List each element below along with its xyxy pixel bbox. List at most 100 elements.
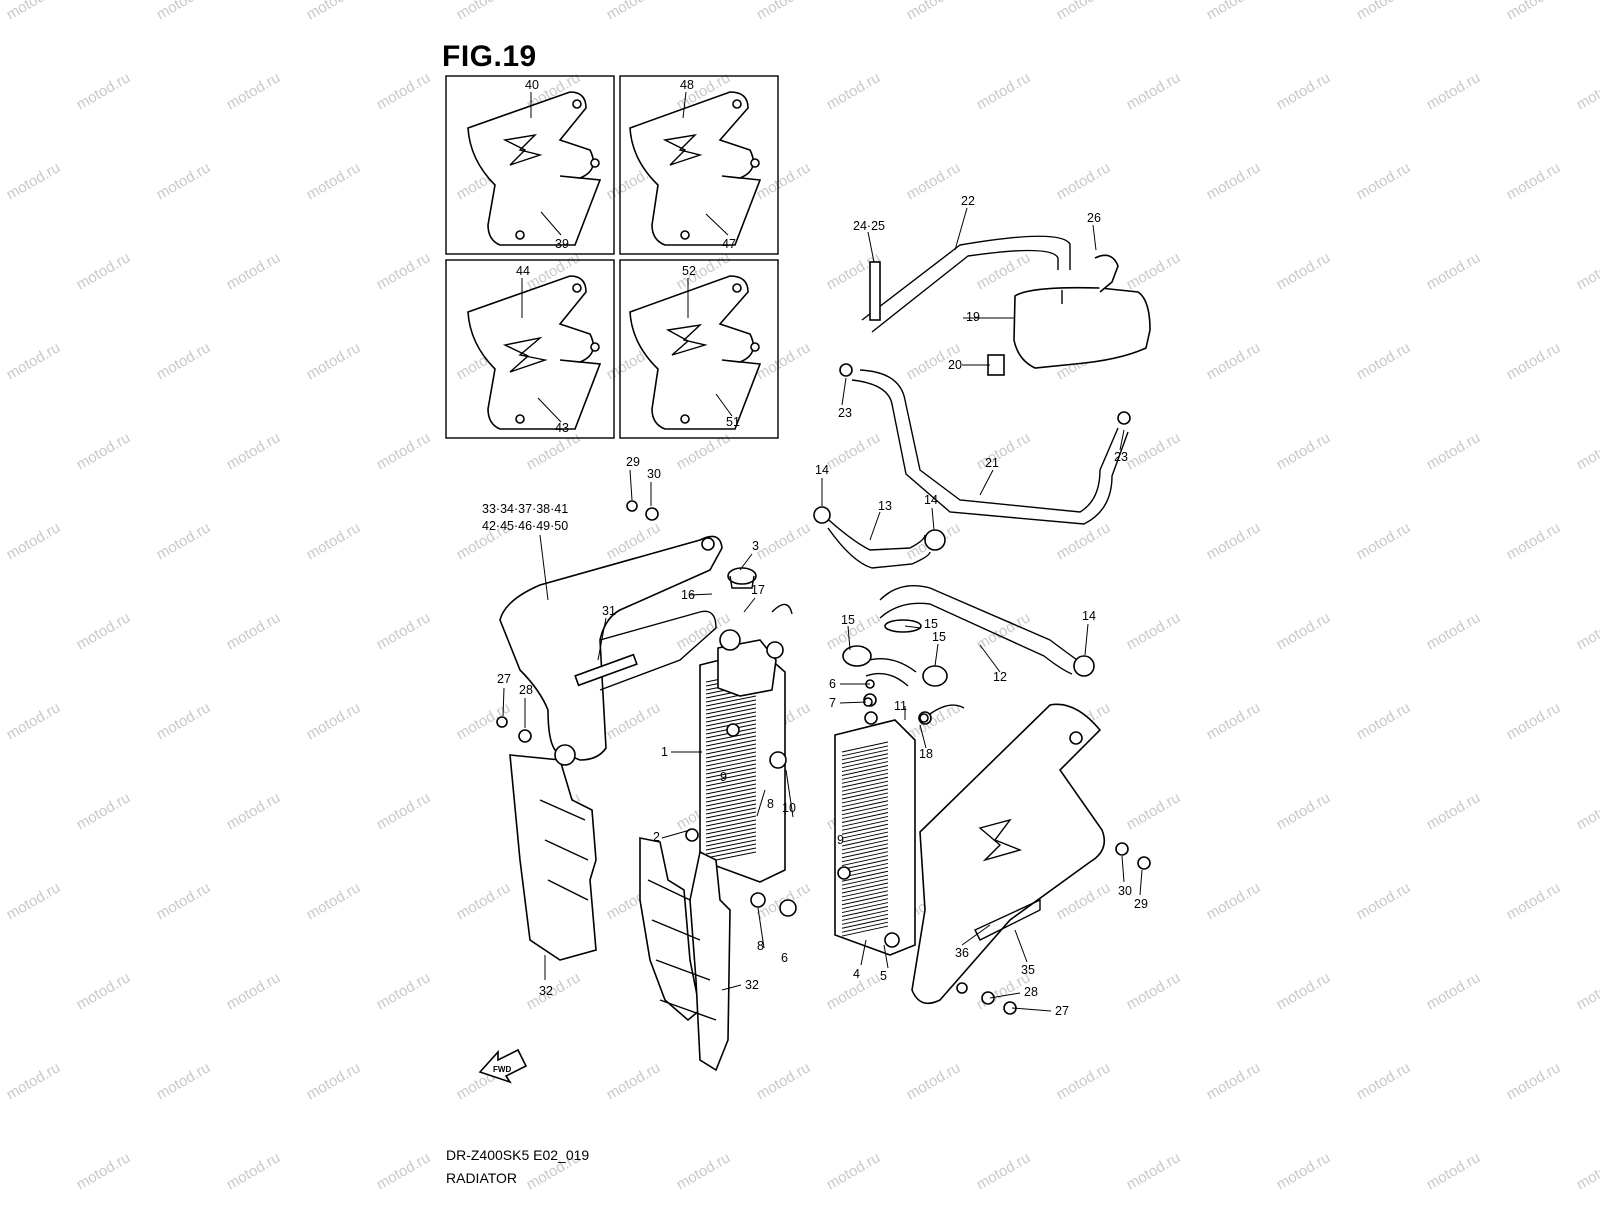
callout-29b: 29 <box>1134 897 1148 911</box>
watermark-text: motod.ru <box>1204 339 1264 383</box>
inset-shroud-4 <box>630 276 760 429</box>
watermark-text: motod.ru <box>1424 1149 1484 1193</box>
watermark-text: motod.ru <box>1274 609 1334 653</box>
watermark-text: motod.ru <box>374 429 434 473</box>
section-name: RADIATOR <box>446 1170 517 1186</box>
callout-26: 26 <box>1087 211 1101 225</box>
watermark-text: motod.ru <box>1354 699 1414 743</box>
watermark-layer: motod.ru motod.ru motod.ru motod.ru motod.ru… <box>4 0 1600 1193</box>
watermark-text: motod.ru <box>604 699 664 743</box>
leader-line <box>980 645 1000 672</box>
leader-line <box>842 378 846 405</box>
watermark-text: motod.ru <box>1274 69 1334 113</box>
callout-14c: 14 <box>1082 609 1096 623</box>
watermark-text: motod.ru <box>4 699 64 743</box>
leader-line <box>870 512 880 540</box>
callout-20: 20 <box>948 358 962 372</box>
watermark-text: motod.ru <box>224 609 284 653</box>
watermark-text: motod.ru <box>974 69 1034 113</box>
watermark-text: motod.ru <box>1354 519 1414 563</box>
watermark-text: motod.ru <box>1124 69 1184 113</box>
inset-2-bottom-label: 47 <box>722 237 736 251</box>
watermark-text: motod.ru <box>1124 609 1184 653</box>
watermark-text: motod.ru <box>974 249 1034 293</box>
callout-11: 11 <box>894 699 907 713</box>
watermark-text: motod.ru <box>4 159 64 203</box>
watermark-text: motod.ru <box>374 249 434 293</box>
watermark-text: motod.ru <box>754 519 814 563</box>
watermark-text: motod.ru <box>1054 879 1114 923</box>
watermark-text: motod.ru <box>154 159 214 203</box>
watermark-text: motod.ru <box>1424 609 1484 653</box>
watermark-text: motod.ru <box>904 159 964 203</box>
reservoir-bracket <box>1095 255 1118 292</box>
inset-4-top-label: 52 <box>682 264 696 278</box>
watermark-text: motod.ru <box>1274 969 1334 1013</box>
watermark-text: motod.ru <box>1574 249 1600 293</box>
leader-line <box>1085 624 1088 655</box>
leader-line <box>744 598 755 612</box>
watermark-text: motod.ru <box>1204 1059 1264 1103</box>
watermark-text: motod.ru <box>154 699 214 743</box>
leader-line <box>1140 870 1142 895</box>
callout-16: 16 <box>681 588 695 602</box>
watermark-text: motod.ru <box>1574 69 1600 113</box>
inset-1-top-label: 40 <box>525 78 539 92</box>
callout-12: 12 <box>993 670 1007 684</box>
watermark-text: motod.ru <box>1574 789 1600 833</box>
watermark-text: motod.ru <box>1574 969 1600 1013</box>
reservoir-cap <box>988 355 1004 375</box>
watermark-text: motod.ru <box>1274 789 1334 833</box>
figure-title: FIG.19 <box>442 40 537 74</box>
callout-6a: 6 <box>829 677 836 691</box>
watermark-text: motod.ru <box>1274 249 1334 293</box>
watermark-text: motod.ru <box>1354 1059 1414 1103</box>
watermark-text: motod.ru <box>4 0 64 23</box>
callout-9b: 9 <box>837 833 844 847</box>
watermark-text: motod.ru <box>1124 1149 1184 1193</box>
reservoir-tank <box>1014 288 1150 368</box>
callout-31: 31 <box>602 604 616 618</box>
callout-15b: 15 <box>924 617 938 631</box>
inset-3-bottom-label: 43 <box>555 421 569 435</box>
watermark-text: motod.ru <box>1054 1059 1114 1103</box>
watermark-text: motod.ru <box>304 1059 364 1103</box>
watermark-text: motod.ru <box>304 339 364 383</box>
watermark-text: motod.ru <box>824 429 884 473</box>
model-code: DR-Z400SK5 E02_019 <box>446 1147 589 1163</box>
callout-1: 1 <box>661 745 668 759</box>
watermark-text: motod.ru <box>154 339 214 383</box>
watermark-text: motod.ru <box>1424 969 1484 1013</box>
callout-19: 19 <box>966 310 980 324</box>
watermark-text: motod.ru <box>1504 159 1564 203</box>
watermark-text: motod.ru <box>304 0 364 23</box>
callout-14b: 14 <box>924 493 938 507</box>
watermark-text: motod.ru <box>374 1149 434 1193</box>
watermark-text: motod.ru <box>1124 789 1184 833</box>
watermark-text: motod.ru <box>224 69 284 113</box>
watermark-text: motod.ru <box>74 789 134 833</box>
hose-clip <box>870 262 880 320</box>
watermark-text: motod.ru <box>154 0 214 23</box>
inset-shroud-3 <box>468 276 600 429</box>
inset-1-bottom-label: 39 <box>555 237 569 251</box>
leader-line <box>1012 1008 1051 1011</box>
callout-4: 4 <box>853 967 860 981</box>
callout-27b: 27 <box>1055 1004 1069 1018</box>
leader-line <box>980 470 993 495</box>
watermark-text: motod.ru <box>1504 339 1564 383</box>
watermark-text: motod.ru <box>74 249 134 293</box>
leader-line <box>840 702 866 703</box>
callout-22: 22 <box>961 194 975 208</box>
watermark-text: motod.ru <box>1054 159 1114 203</box>
watermark-text: motod.ru <box>454 879 514 923</box>
callout-17: 17 <box>751 583 765 597</box>
watermark-text: motod.ru <box>604 1059 664 1103</box>
watermark-text: motod.ru <box>1124 249 1184 293</box>
callout-33-row1: 33·34·37·38·41 <box>482 502 568 516</box>
callout-8b: 8 <box>757 939 764 953</box>
leader-line <box>935 644 938 666</box>
watermark-text: motod.ru <box>4 519 64 563</box>
callout-30b: 30 <box>1118 884 1132 898</box>
